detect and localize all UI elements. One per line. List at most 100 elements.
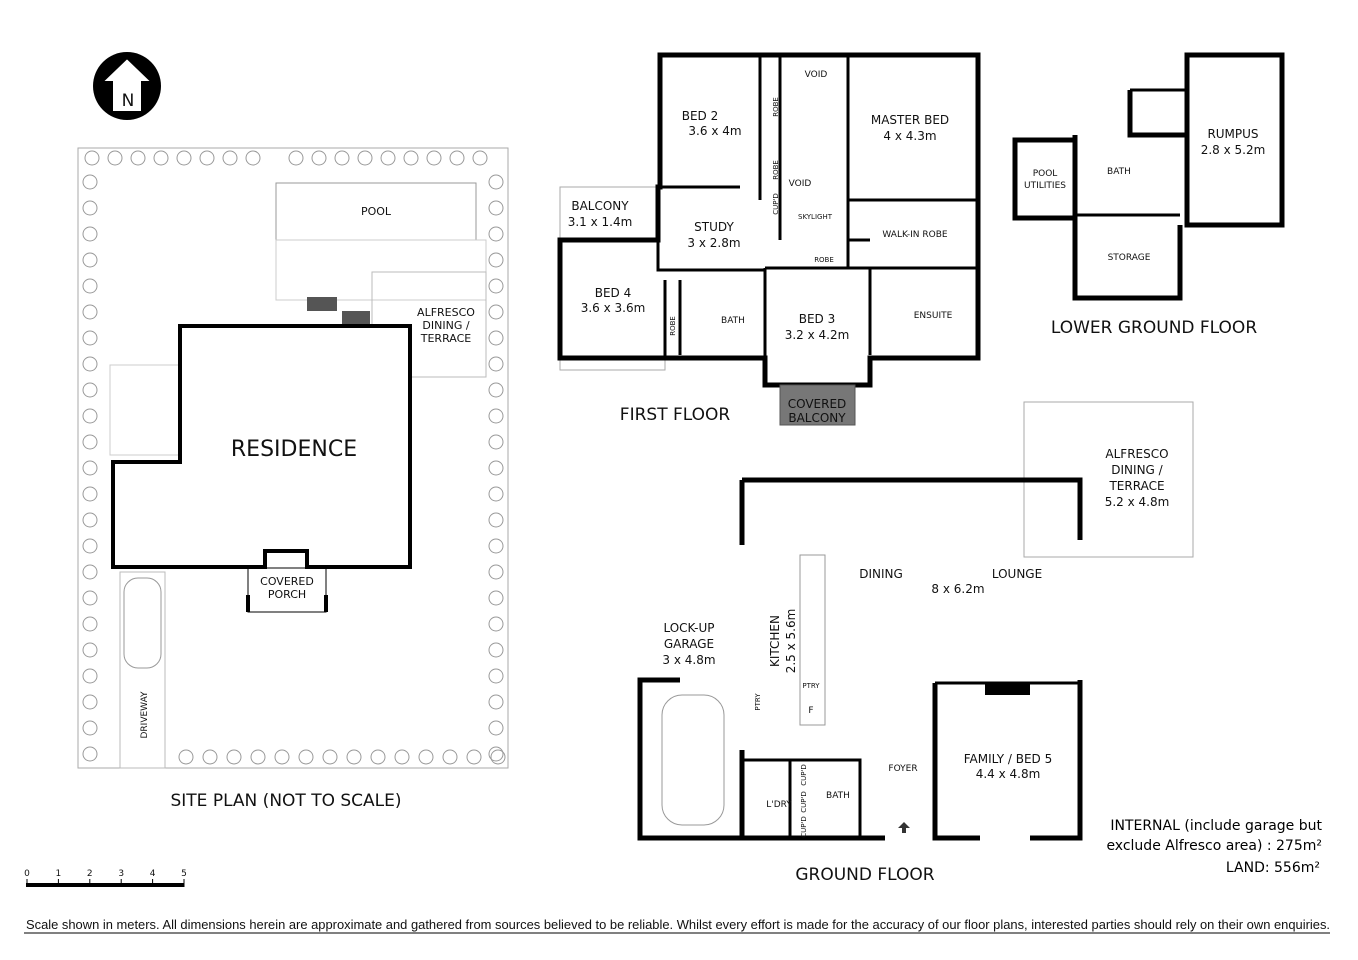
- ground-floor-title: GROUND FLOOR: [795, 865, 934, 885]
- skylight-label: SKYLIGHT: [798, 213, 833, 221]
- scale-tick-label: 2: [87, 869, 93, 879]
- tree-icon: [426, 150, 442, 166]
- tree-icon: [82, 538, 98, 554]
- bed4-label: BED 4: [595, 286, 632, 300]
- area-summary: INTERNAL (include garage but exclude Alf…: [1106, 818, 1322, 876]
- void-label: VOID: [805, 70, 828, 80]
- gf-bath-label: BATH: [826, 791, 850, 801]
- tree-icon: [488, 408, 504, 424]
- scale-tick-label: 4: [150, 869, 156, 879]
- residence-footprint: [111, 324, 412, 569]
- tree-icon: [488, 252, 504, 268]
- tree-icon: [488, 278, 504, 294]
- alfresco-label: ALFRESCO: [1105, 447, 1168, 461]
- study-label: STUDY: [694, 220, 734, 234]
- tree-icon: [82, 642, 98, 658]
- tree-icon: [82, 460, 98, 476]
- tree-icon: [82, 720, 98, 736]
- tree-icon: [488, 642, 504, 658]
- bed4-size: 3.6 x 3.6m: [581, 301, 646, 315]
- tree-icon: [442, 749, 458, 765]
- tree-icon: [82, 330, 98, 346]
- tree-icon: [82, 512, 98, 528]
- tree-icon: [82, 356, 98, 372]
- tree-icon: [488, 330, 504, 346]
- land-area: LAND: 556m²: [1226, 860, 1320, 876]
- tree-icon: [488, 590, 504, 606]
- tree-icon: [226, 749, 242, 765]
- tree-icon: [82, 382, 98, 398]
- balcony-size: 3.1 x 1.4m: [568, 215, 633, 229]
- pool-label: POOL: [361, 205, 392, 218]
- cupboard-label: CUP'D: [800, 791, 808, 813]
- tree-icon: [488, 486, 504, 502]
- car-icon: [661, 694, 725, 826]
- tree-icon: [82, 226, 98, 242]
- site-paving: [109, 364, 181, 456]
- fridge-label: F: [808, 706, 813, 716]
- walk-in-robe-label: WALK-IN ROBE: [882, 230, 948, 240]
- tree-icon: [394, 749, 410, 765]
- tree-icon: [82, 304, 98, 320]
- north-arrow-icon: N: [93, 52, 161, 120]
- tree-icon: [153, 150, 169, 166]
- site-structure: [342, 311, 370, 325]
- tree-icon: [82, 486, 98, 502]
- tree-icon: [82, 174, 98, 190]
- living-size: 8 x 6.2m: [931, 582, 984, 596]
- robe-label: ROBE: [669, 316, 677, 336]
- site-alfresco-label: TERRACE: [420, 332, 472, 345]
- foyer-label: FOYER: [888, 764, 917, 774]
- tree-icon: [82, 252, 98, 268]
- cupboard-label: CUP'D: [772, 193, 780, 215]
- tree-icon: [488, 434, 504, 450]
- tree-icon: [488, 746, 504, 762]
- tree-icon: [346, 749, 362, 765]
- cupboard-label: CUP'D: [800, 816, 808, 838]
- pantry-label: PTRY: [754, 693, 762, 711]
- tree-icon: [84, 150, 100, 166]
- master-bed-size: 4 x 4.3m: [883, 129, 936, 143]
- alfresco-label: DINING /: [1111, 463, 1163, 477]
- tree-icon: [250, 749, 266, 765]
- kitchen-island: [799, 554, 826, 726]
- tree-icon: [274, 749, 290, 765]
- tree-icon: [488, 564, 504, 580]
- storage-label: STORAGE: [1108, 253, 1151, 263]
- family-size: 4.4 x 4.8m: [976, 767, 1041, 781]
- lower-ground-title: LOWER GROUND FLOOR: [1051, 318, 1257, 338]
- tree-icon: [82, 564, 98, 580]
- void-label: VOID: [789, 179, 812, 189]
- driveway: [119, 571, 166, 769]
- balcony: [559, 186, 659, 241]
- site-plan-title: SITE PLAN (NOT TO SCALE): [170, 791, 401, 811]
- ensuite-label: ENSUITE: [914, 311, 953, 321]
- site-boundary: [77, 147, 509, 769]
- tree-icon: [488, 382, 504, 398]
- tree-icon: [82, 434, 98, 450]
- robe-label: ROBE: [814, 256, 834, 264]
- alfresco-size: 5.2 x 4.8m: [1105, 495, 1170, 509]
- garage-size: 3 x 4.8m: [662, 653, 715, 667]
- scale-tick-label: 3: [118, 869, 124, 879]
- tree-icon: [82, 200, 98, 216]
- driveway-label: DRIVEWAY: [140, 691, 150, 739]
- tree-icon: [380, 150, 396, 166]
- tree-icon: [82, 694, 98, 710]
- tree-icon: [82, 278, 98, 294]
- kitchen-size: 2.5 x 5.6m: [784, 609, 798, 674]
- tree-icon: [311, 150, 327, 166]
- disclaimer: Scale shown in meters. All dimensions he…: [26, 918, 1330, 932]
- entry-arrow-icon: [898, 822, 910, 833]
- lower-ground-plan: RUMPUS 2.8 x 5.2m POOL UTILITIES BATH ST…: [1012, 52, 1285, 338]
- internal-area-line1: INTERNAL (include garage but: [1110, 818, 1322, 834]
- tree-icon: [472, 150, 488, 166]
- ground-floor-plan: ALFRESCO DINING / TERRACE 5.2 x 4.8m DIN…: [637, 401, 1194, 885]
- tree-icon: [298, 749, 314, 765]
- covered-balcony: [779, 384, 856, 426]
- tree-icon: [357, 150, 373, 166]
- tree-icon: [403, 150, 419, 166]
- tree-icon: [488, 304, 504, 320]
- tree-icon: [130, 150, 146, 166]
- robe-label: ROBE: [772, 160, 780, 180]
